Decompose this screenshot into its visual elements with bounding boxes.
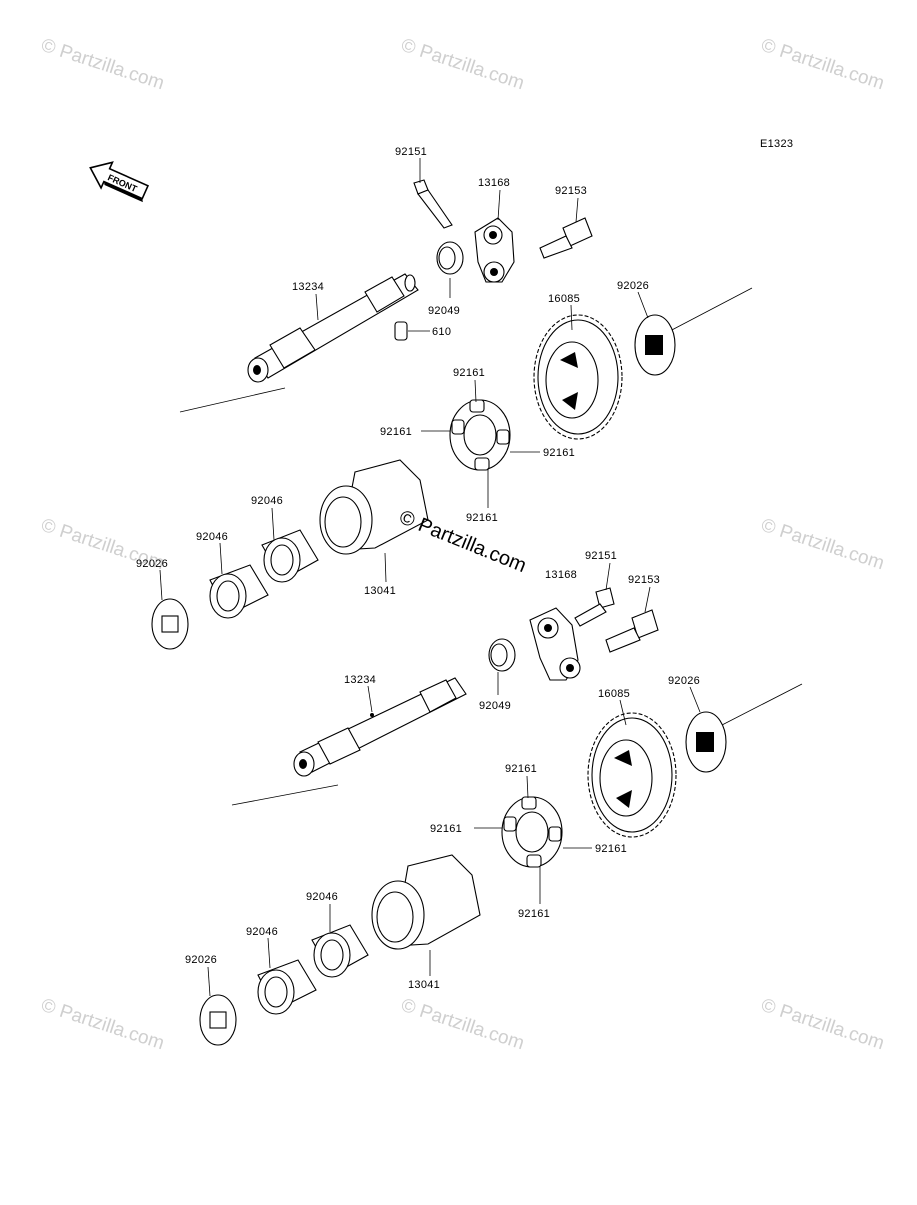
pin-610 [394, 321, 408, 341]
bolt-92151-lower [574, 587, 615, 627]
callouts-lower: 13168 92151 92153 13234 92049 16085 9202… [185, 550, 700, 991]
callout-13041[interactable]: 13041 [364, 585, 396, 597]
bolt-92153-lower [605, 609, 659, 653]
callout-92153[interactable]: 92153 [555, 185, 587, 197]
callout-92046-b-lower[interactable]: 92046 [246, 926, 278, 938]
callouts-upper: 92151 13168 92153 13234 92049 610 16085 … [136, 146, 649, 597]
watermark-1: © Partzilla.com [38, 35, 166, 95]
washer-92026-left [151, 598, 189, 650]
callout-92161-bottom[interactable]: 92161 [466, 512, 498, 524]
callout-13168[interactable]: 13168 [478, 177, 510, 189]
seal-92049 [436, 241, 464, 275]
callout-92153-lower[interactable]: 92153 [628, 574, 660, 586]
watermark-5: © Partzilla.com [758, 515, 886, 575]
callout-16085-lower[interactable]: 16085 [598, 688, 630, 700]
callout-92151-lower[interactable]: 92151 [585, 550, 617, 562]
bolt-92153 [539, 217, 593, 259]
shaft-13234 [247, 273, 419, 383]
needle-bearing-92046-a-lower [311, 924, 369, 978]
callout-610[interactable]: 610 [432, 326, 451, 338]
washer-92026-right-lower [685, 711, 727, 773]
needle-bearing-92046-b [209, 564, 269, 619]
callout-13234[interactable]: 13234 [292, 281, 324, 293]
callout-92161-left-lower[interactable]: 92161 [430, 823, 462, 835]
watermark-8: © Partzilla.com [758, 995, 886, 1055]
diagram-code: E1323 [760, 138, 793, 150]
lower-assembly [199, 587, 803, 1046]
sleeve-13041-lower [371, 854, 481, 950]
watermark-6: © Partzilla.com [38, 995, 166, 1055]
gear-16085-lower [587, 712, 677, 838]
front-arrow-icon: FRONT [89, 161, 150, 203]
callout-16085[interactable]: 16085 [548, 293, 580, 305]
arm-13168-lower [529, 607, 581, 681]
center-watermark: © Partzilla.com [396, 506, 529, 577]
callout-92026-left-lower[interactable]: 92026 [185, 954, 217, 966]
callout-13234-lower[interactable]: 13234 [344, 674, 376, 686]
callout-92161-right[interactable]: 92161 [543, 447, 575, 459]
upper-assembly [151, 179, 753, 650]
callout-92026-left[interactable]: 92026 [136, 558, 168, 570]
watermark-3: © Partzilla.com [758, 35, 886, 95]
callout-92026-right-lower[interactable]: 92026 [668, 675, 700, 687]
needle-bearing-92046-b-lower [257, 959, 317, 1015]
callout-92026-right[interactable]: 92026 [617, 280, 649, 292]
leader-lines [159, 158, 701, 997]
watermark-2: © Partzilla.com [398, 35, 526, 95]
gear-16085 [533, 314, 623, 440]
bolt-92151 [413, 179, 453, 229]
callout-92151[interactable]: 92151 [395, 146, 427, 158]
shaft-13234-lower [293, 677, 467, 777]
callout-13168-lower[interactable]: 13168 [545, 569, 577, 581]
callout-92046-a-lower[interactable]: 92046 [306, 891, 338, 903]
callout-92161-right-lower[interactable]: 92161 [595, 843, 627, 855]
callout-92161-top-lower[interactable]: 92161 [505, 763, 537, 775]
needle-bearing-92046-a [261, 529, 319, 583]
cage-92161 [449, 399, 511, 471]
sleeve-13041 [319, 459, 429, 555]
washer-92026-left-lower [199, 994, 237, 1046]
callout-92161-top[interactable]: 92161 [453, 367, 485, 379]
callout-92049-lower[interactable]: 92049 [479, 700, 511, 712]
seal-92049-lower [488, 638, 516, 672]
watermark-7: © Partzilla.com [398, 995, 526, 1055]
washer-92026-right [634, 314, 676, 376]
callout-92161-bottom-lower[interactable]: 92161 [518, 908, 550, 920]
arm-13168 [474, 217, 515, 283]
callout-92049[interactable]: 92049 [428, 305, 460, 317]
callout-92046-a[interactable]: 92046 [251, 495, 283, 507]
cage-92161-lower [501, 796, 563, 868]
callout-92046-b[interactable]: 92046 [196, 531, 228, 543]
callout-13041-lower[interactable]: 13041 [408, 979, 440, 991]
callout-92161-left[interactable]: 92161 [380, 426, 412, 438]
